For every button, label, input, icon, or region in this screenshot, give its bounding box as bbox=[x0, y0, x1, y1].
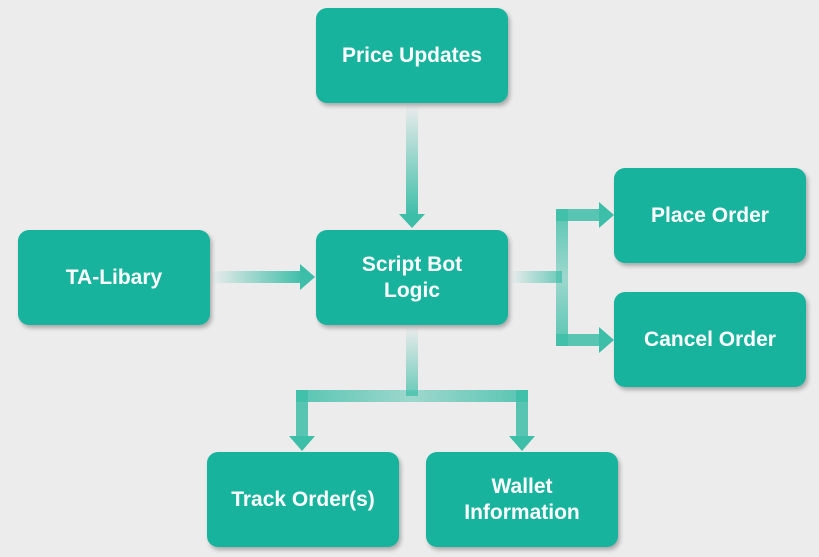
node-place-order[interactable]: Place Order bbox=[614, 168, 806, 263]
node-track-orders[interactable]: Track Order(s) bbox=[207, 452, 399, 547]
node-cancel-order[interactable]: Cancel Order bbox=[614, 292, 806, 387]
node-ta-libary[interactable]: TA-Libary bbox=[18, 230, 210, 325]
edge-script-to-orders bbox=[510, 202, 614, 353]
node-price-updates[interactable]: Price Updates bbox=[316, 8, 508, 103]
node-script-bot-logic[interactable]: Script Bot Logic bbox=[316, 230, 508, 325]
edge-price-to-script bbox=[399, 104, 425, 228]
edge-talib-to-script bbox=[211, 264, 315, 290]
edge-script-to-bottom bbox=[289, 326, 535, 451]
node-wallet-information[interactable]: Wallet Information bbox=[426, 452, 618, 547]
